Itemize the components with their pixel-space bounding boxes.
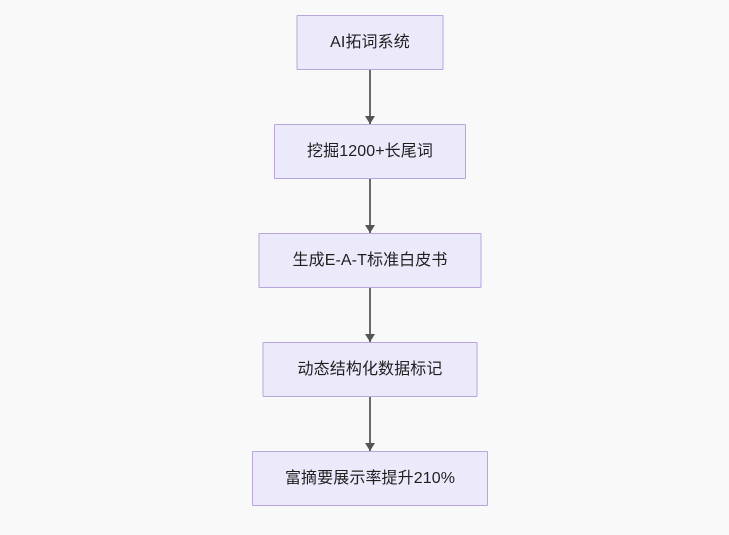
flowchart-node-n5[interactable]: 富摘要展示率提升210%	[252, 451, 488, 506]
arrow-down-icon	[365, 443, 375, 451]
flowchart-edge-n2-n3	[363, 179, 377, 233]
flowchart-node-label: 动态结构化数据标记	[297, 360, 443, 378]
flowchart-node-n4[interactable]: 动态结构化数据标记	[262, 342, 478, 397]
edge-line	[369, 179, 371, 233]
flowchart-node-label: AI拓词系统	[330, 33, 410, 51]
flowchart-edge-n1-n2	[363, 70, 377, 124]
edge-line	[369, 397, 371, 451]
arrow-down-icon	[365, 116, 375, 124]
arrow-down-icon	[365, 225, 375, 233]
arrow-down-icon	[365, 334, 375, 342]
flowchart-edge-n3-n4	[363, 288, 377, 342]
edge-line	[369, 70, 371, 124]
edge-line	[369, 288, 371, 342]
flowchart-node-label: 生成E-A-T标准白皮书	[292, 251, 448, 269]
flowchart-node-label: 富摘要展示率提升210%	[284, 469, 456, 487]
flowchart-node-label: 挖掘1200+长尾词	[307, 142, 433, 160]
flowchart-node-n2[interactable]: 挖掘1200+长尾词	[274, 124, 466, 179]
flowchart-node-n1[interactable]: AI拓词系统	[296, 15, 444, 70]
flowchart-node-n3[interactable]: 生成E-A-T标准白皮书	[258, 233, 482, 288]
flowchart-edge-n4-n5	[363, 397, 377, 451]
